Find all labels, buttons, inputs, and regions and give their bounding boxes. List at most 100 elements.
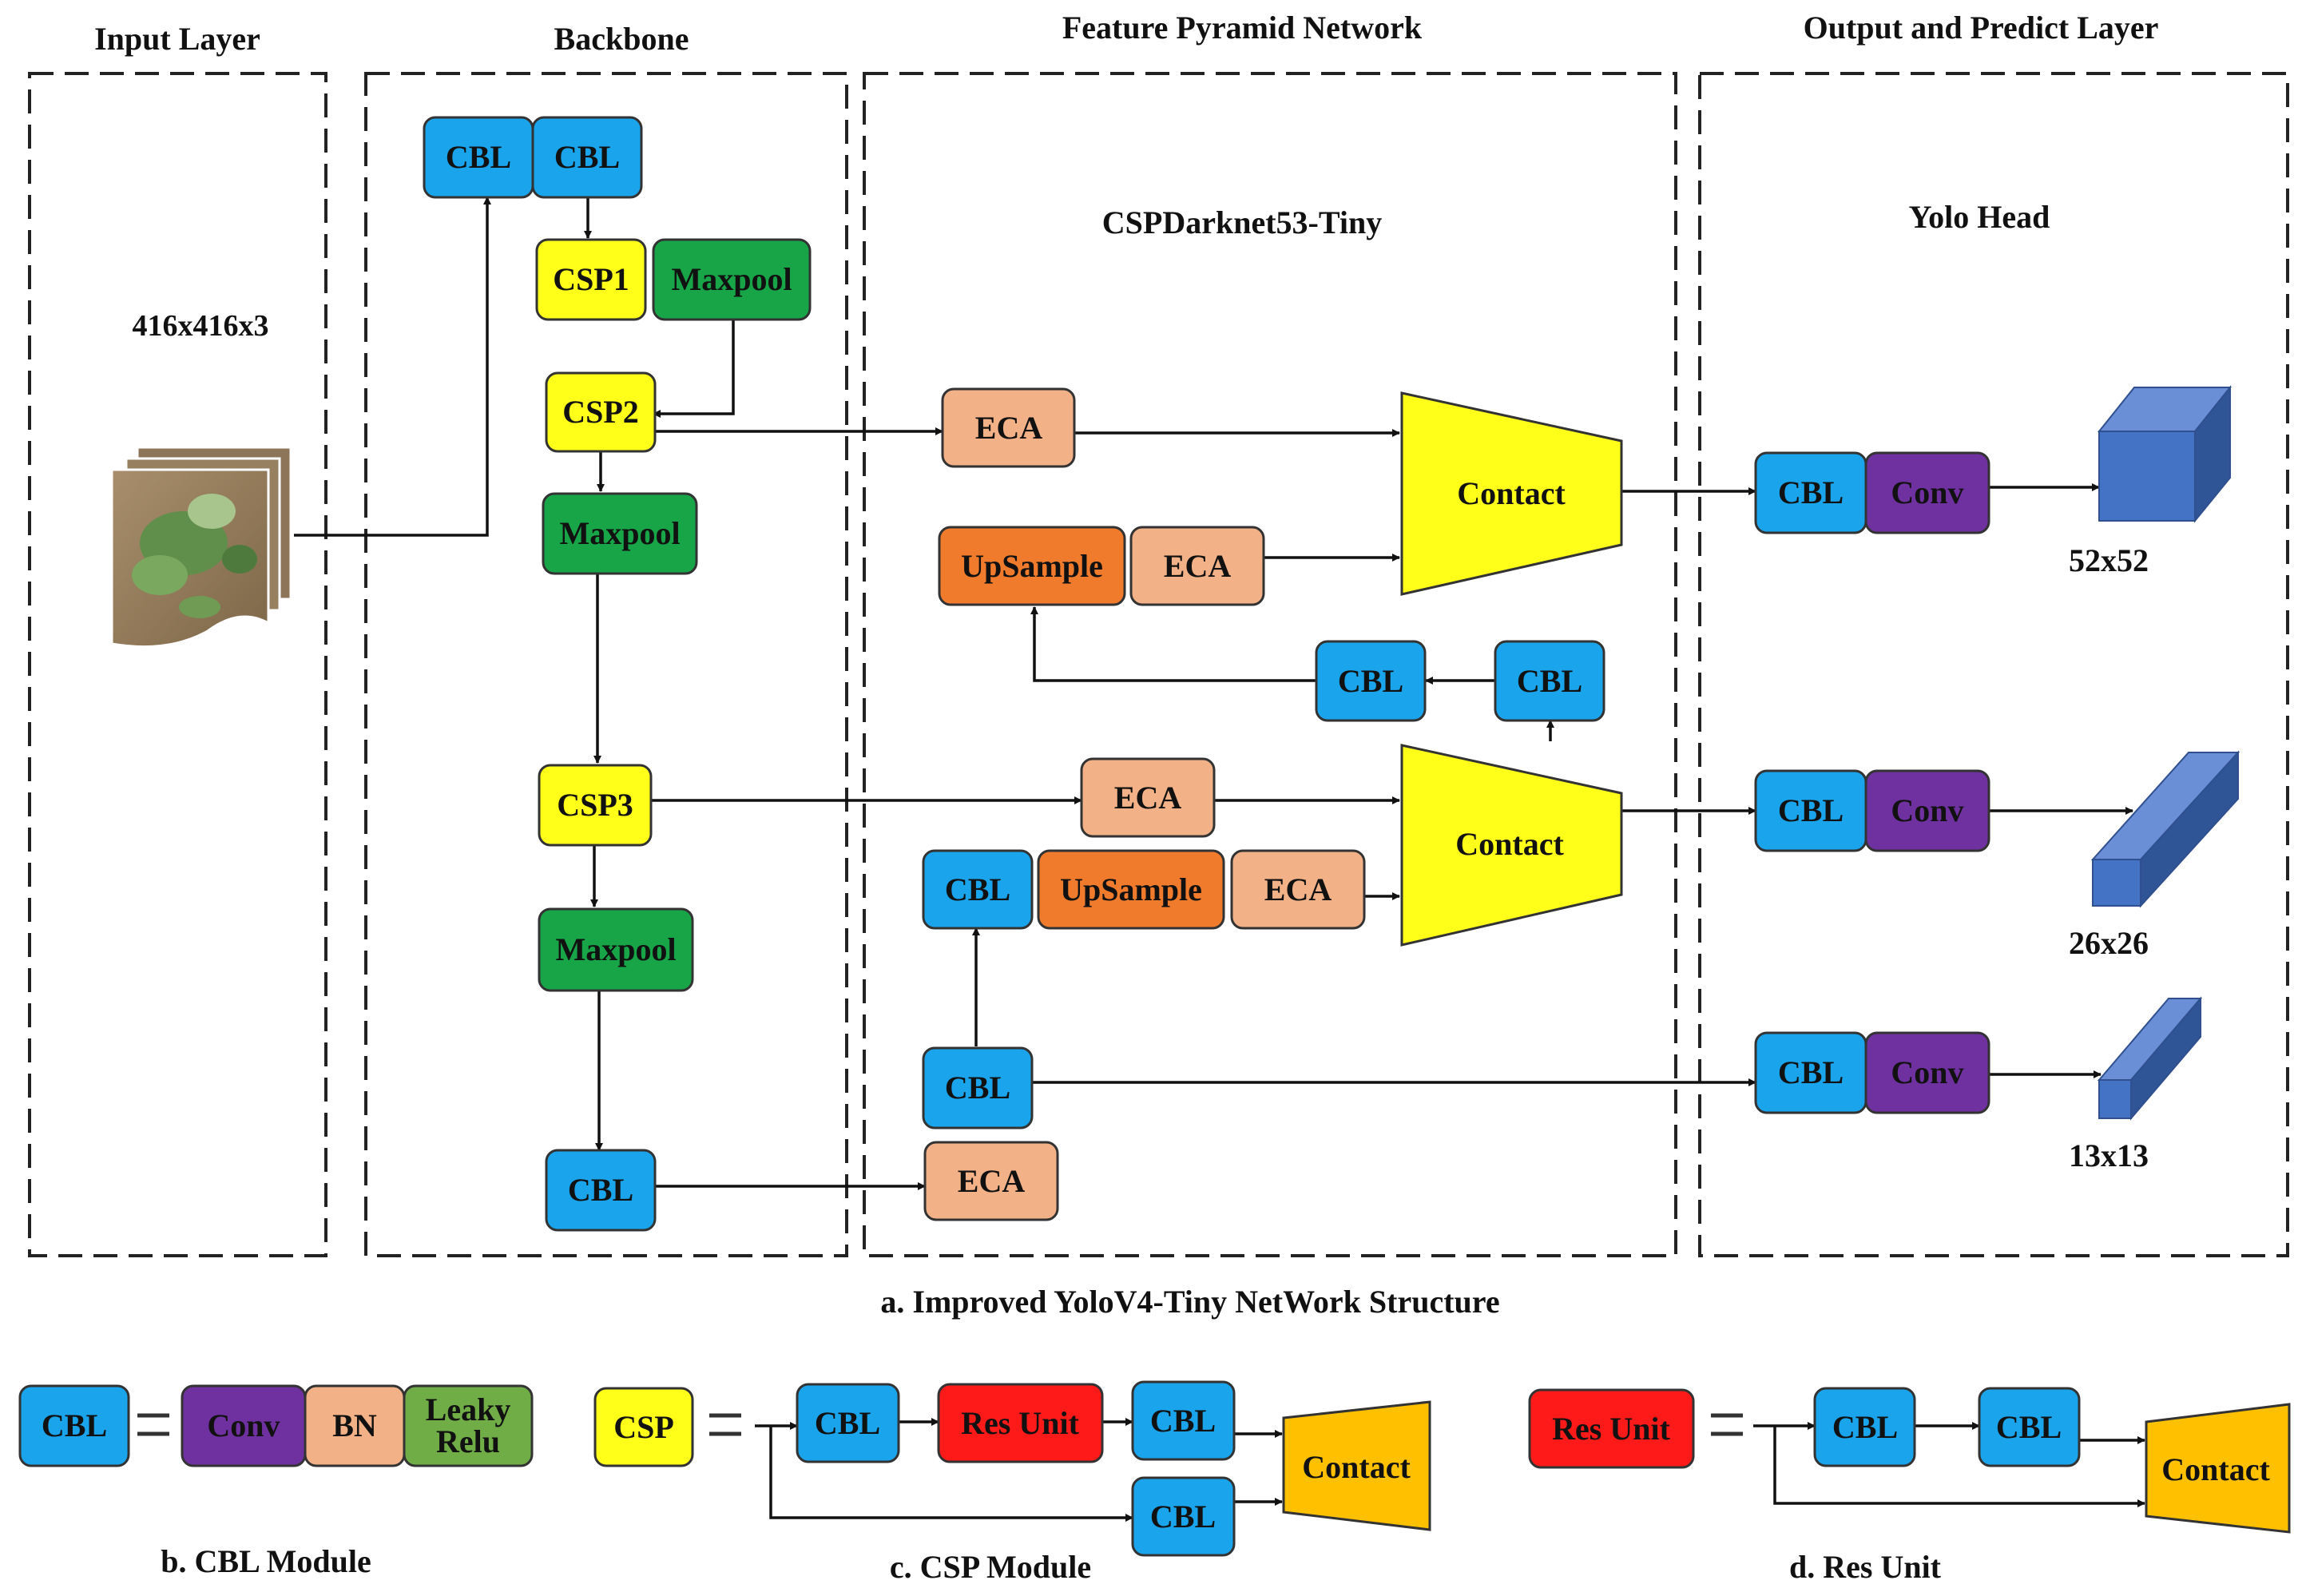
caption-a: a. Improved YoloV4-Tiny NetWork Structur… [880, 1284, 1499, 1320]
block-label: Conv [1891, 474, 1963, 510]
block-label: CSP3 [557, 787, 633, 823]
block-label: Maxpool [559, 515, 680, 551]
block-label: CBL [1778, 1054, 1844, 1090]
fpn-name-label: CSPDarknet53-Tiny [1102, 204, 1382, 240]
fpn-frame [863, 72, 1677, 1257]
block-label: ECA [1164, 548, 1232, 584]
block-label: Conv [207, 1407, 280, 1443]
block-label: Res Unit [1552, 1411, 1670, 1447]
leaky-relu-block [403, 1384, 534, 1467]
section-title-fpn: Feature Pyramid Network [1062, 10, 1423, 46]
cbl-block [1131, 1476, 1236, 1557]
output-cube-52 [2097, 385, 2233, 523]
output-size-label: 26x26 [2069, 925, 2149, 961]
maxpool-block [538, 907, 694, 992]
cbl-block [1813, 1387, 1916, 1467]
block-label: CBL [1150, 1499, 1216, 1534]
block-label: CBL [1517, 663, 1582, 699]
block-label: ECA [1264, 871, 1332, 907]
conv-block [1864, 451, 1990, 534]
link-maxpool-csp2 [653, 320, 735, 418]
cbl-block [796, 1383, 900, 1463]
block-label: CBL [42, 1407, 107, 1443]
cbl-block [1315, 640, 1427, 722]
block-label: BN [332, 1407, 377, 1443]
link-res-skip [1773, 1426, 2145, 1507]
output-size-label: 13x13 [2069, 1137, 2149, 1173]
block-label: Relu [436, 1423, 500, 1459]
equals-sign [137, 1413, 169, 1436]
block-label: CBL [1150, 1403, 1216, 1439]
block-label: Conv [1891, 792, 1963, 828]
block-label: CBL [568, 1172, 633, 1208]
cbl-block [1978, 1387, 2081, 1467]
input-layer-frame [28, 72, 327, 1257]
block-label: CSP [613, 1409, 674, 1445]
cbl-block [922, 849, 1034, 930]
cbl-block [1494, 640, 1605, 722]
yolo-head-label: Yolo Head [1909, 199, 2050, 235]
eca-block [1080, 757, 1216, 838]
block-label: CBL [446, 139, 511, 175]
block-label: CBL [1996, 1409, 2062, 1445]
block-label: CBL [1778, 474, 1844, 510]
link-cbl-upsample [1030, 606, 1316, 682]
caption-b: b. CBL Module [161, 1543, 371, 1579]
block-label: CBL [1832, 1409, 1898, 1445]
block-label: CBL [945, 871, 1010, 907]
output-size-label: 52x52 [2069, 542, 2149, 578]
block-label: Contact [1302, 1449, 1411, 1485]
input-size-label: 416x416x3 [133, 309, 269, 343]
block-label: Maxpool [555, 931, 676, 967]
upsample-block [1037, 849, 1225, 930]
contact-block [1282, 1400, 1431, 1531]
block-label: CBL [815, 1405, 880, 1441]
contact-block [1400, 744, 1623, 947]
equals-sign [1711, 1413, 1743, 1436]
block-label: CBL [554, 139, 620, 175]
link-input-cbl [294, 197, 491, 537]
equals-sign [709, 1413, 741, 1436]
block-label: CBL [1778, 792, 1844, 828]
block-label: Res Unit [961, 1405, 1079, 1441]
eca-block [1129, 526, 1265, 606]
cbl-block [545, 1149, 657, 1232]
res-unit-block [937, 1383, 1104, 1463]
block-label: ECA [975, 410, 1043, 446]
contact-block [2145, 1403, 2291, 1534]
eca-block [1230, 849, 1366, 930]
output-frame [1698, 72, 2289, 1257]
input-image-icon [110, 446, 292, 649]
conv-block [1864, 1031, 1990, 1114]
block-label: Conv [1891, 1054, 1963, 1090]
section-title-input: Input Layer [94, 21, 260, 57]
block-label: Contact [1455, 826, 1564, 862]
csp2-block [545, 371, 657, 453]
cbl-block [531, 116, 643, 199]
csp3-block [538, 764, 653, 847]
eca-block [923, 1141, 1059, 1221]
block-label: CBL [945, 1070, 1010, 1106]
caption-c: c. CSP Module [890, 1549, 1091, 1585]
csp-block [593, 1387, 694, 1467]
conv-block [1864, 769, 1990, 852]
maxpool-block [542, 492, 698, 575]
output-prism-13 [2097, 996, 2203, 1121]
section-title-backbone: Backbone [554, 21, 689, 57]
block-label: Contact [2161, 1451, 2270, 1487]
block-label: CSP2 [562, 394, 639, 430]
section-title-output: Output and Predict Layer [1804, 10, 2159, 46]
output-prism-26 [2090, 750, 2240, 908]
block-label: Leaky [426, 1392, 511, 1427]
maxpool-block [652, 238, 812, 321]
csp1-block [535, 238, 647, 321]
eca-block [941, 387, 1076, 468]
cbl-block [922, 1046, 1034, 1130]
block-label: Contact [1457, 475, 1566, 511]
block-label: CSP1 [553, 261, 629, 297]
block-label: CBL [1338, 663, 1403, 699]
res-unit-block [1528, 1388, 1695, 1469]
upsample-block [938, 526, 1126, 606]
block-label: ECA [1114, 780, 1182, 816]
